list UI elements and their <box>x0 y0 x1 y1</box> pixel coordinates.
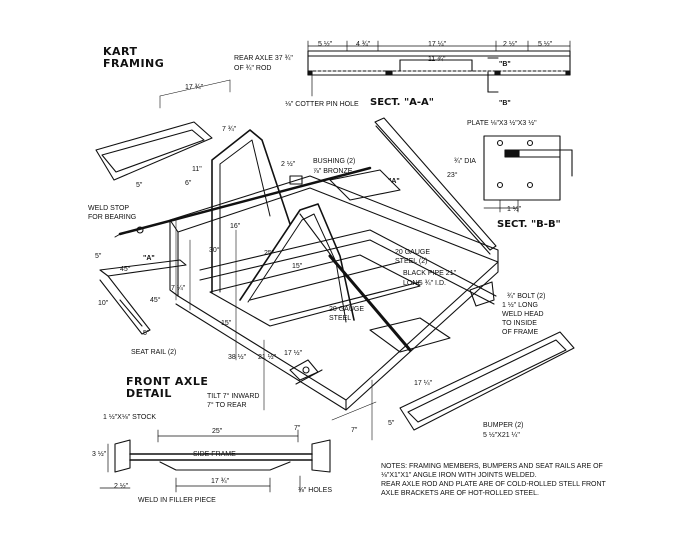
bolt-label-4: TO INSIDE <box>502 320 537 327</box>
dim-15: 15" <box>292 263 303 270</box>
diagonal-rail <box>374 117 497 255</box>
gauge20-label-1a: 20 GAUGE <box>395 249 431 256</box>
gauge20-label-2b: STEEL <box>329 315 352 322</box>
dia-label: ¾" DIA <box>454 158 476 165</box>
bb-dim-1-1-2: 1 ½" <box>507 206 522 213</box>
b-marker-upper: "B" <box>499 61 511 68</box>
notes-block: NOTES: FRAMING MEMBERS, BUMPERS AND SEAT… <box>381 462 693 498</box>
dim-5-a: 5" <box>136 182 143 189</box>
dim-17-3-4: 17 ¾" <box>185 84 204 91</box>
black-pipe-label-2: LONG ¾" I.D. <box>403 280 446 287</box>
aa-dim-2-1-2: 2 ½" <box>503 41 518 48</box>
aa-dim-11-3-4: 11 ¾" <box>428 56 446 63</box>
dim-17-1-2: 17 ½" <box>284 350 303 357</box>
bumper-label-2: 5 ½"X21 ¼" <box>483 432 520 439</box>
b-marker-lower: "B" <box>499 100 511 107</box>
dim-17-1-4: 17 ¼" <box>414 380 433 387</box>
notes-line-1: NOTES: FRAMING MEMBERS, BUMPERS AND SEAT… <box>381 463 603 470</box>
a-marker-right: "A" <box>388 178 400 185</box>
dim-3-1-2: 3 ½" <box>92 451 107 458</box>
dim-7-b: 7" <box>351 427 358 434</box>
title-kart: KART <box>103 45 138 58</box>
rear-axle-rod <box>114 166 372 238</box>
a-marker-left: "A" <box>143 255 155 262</box>
dim-2-1-2-b: 2 ½" <box>114 483 129 490</box>
steering-pipe <box>328 254 412 352</box>
dim-21-1-2: 21 ½" <box>258 354 277 361</box>
dim-30: 30° <box>209 247 220 254</box>
tilt-label-2: 7° TO REAR <box>207 402 247 409</box>
seat-rails <box>99 259 187 335</box>
front-axle-detail-drawing <box>99 429 331 493</box>
title-framing: FRAMING <box>103 57 165 70</box>
tilt-label-1: TILT 7° INWARD <box>207 393 260 400</box>
dimension-lines <box>159 79 377 441</box>
rear-bumper <box>95 121 213 181</box>
bumper-label-1: BUMPER (2) <box>483 422 524 429</box>
holes-label: ⅜" HOLES <box>298 487 332 494</box>
dim-7-1-4: 7 ¼" <box>171 285 186 292</box>
dim-10: 10" <box>98 300 109 307</box>
dim-6: 6" <box>185 180 192 187</box>
notes-line-3: REAR AXLE ROD AND PLATE ARE OF COLD-ROLL… <box>381 481 606 488</box>
dim-45-a: 45° <box>120 266 131 273</box>
bolt-label-1: ¾" BOLT (2) <box>507 293 546 300</box>
weld-stop-label-1: WELD STOP <box>88 205 130 212</box>
side-frame-label: SIDE FRAME <box>193 451 236 458</box>
rear-axle-label-1: REAR AXLE 37 ¾" <box>234 55 293 62</box>
section-bb-title: SECT. "B-B" <box>497 219 561 230</box>
aa-dim-5-1-2-right: 5 ½" <box>538 41 553 48</box>
section-aa-title: SECT. "A-A" <box>370 97 435 108</box>
seat-rail-label: SEAT RAIL (2) <box>131 349 177 356</box>
dim-25-a: 25" <box>264 250 275 257</box>
dim-11: 11" <box>192 166 202 173</box>
dim-38-1-2: 38 ½" <box>228 354 247 361</box>
bolt-label-2: 1 ½" LONG <box>502 302 538 309</box>
dim-5-b: 5" <box>95 253 102 260</box>
dim-25-b: 25" <box>212 428 223 435</box>
plate-label: PLATE ⅛"X3 ½"X3 ½" <box>467 120 537 127</box>
weld-filler-label: WELD IN FILLER PIECE <box>138 497 216 504</box>
bolt-label-5: OF FRAME <box>502 329 539 336</box>
gauge20-label-1b: STEEL (2) <box>395 258 428 265</box>
stock-label: 1 ½"X⅛" STOCK <box>103 414 157 421</box>
aa-dim-17-1-4: 17 ¼" <box>428 41 447 48</box>
dim-7-a: 7" <box>294 425 301 432</box>
notes-line-2: ⅛"X1"X1" ANGLE IRON WITH JOINTS WELDED. <box>381 472 537 479</box>
floor-pans <box>329 169 451 353</box>
notes-line-4: AXLE BRACKETS ARE OF HOT-ROLLED STEEL. <box>381 490 539 497</box>
main-frame <box>169 175 499 411</box>
black-pipe-label-1: BLACK PIPE 21" <box>403 270 457 277</box>
dim-7-3-4: 7 ¾" <box>222 126 237 133</box>
title-detail: DETAIL <box>126 387 172 400</box>
front-axle-bracket <box>289 281 495 385</box>
bushing-label-1: BUSHING (2) <box>313 158 356 165</box>
section-aa-drawing <box>307 40 571 97</box>
dim-17-3-4-b: 17 ¾" <box>211 478 230 485</box>
dim-2-1-2: 2 ½" <box>281 161 296 168</box>
dim-5-c: 5" <box>143 330 150 337</box>
aa-dim-4-3-4: 4 ¾" <box>356 41 371 48</box>
rear-axle-label-2: OF ¾" ROD <box>234 65 272 72</box>
dim-45-b: 45° <box>150 297 161 304</box>
dim-15-inch: 15" <box>221 320 232 327</box>
roll-bars <box>211 129 355 323</box>
bushing-label-2: ⅞" BRONZE <box>313 168 353 175</box>
cotter-pin-label: ⅛" COTTER PIN HOLE <box>285 101 359 108</box>
aa-dim-5-1-2-left: 5 ½" <box>318 41 333 48</box>
dim-16: 16" <box>230 223 241 230</box>
angle-23-label: 23° <box>447 172 458 179</box>
section-bb-drawing <box>483 135 573 213</box>
bolt-label-3: WELD HEAD <box>502 311 544 318</box>
title-front-axle: FRONT AXLE <box>126 375 209 388</box>
gauge20-label-2a: 20 GAUGE <box>329 306 365 313</box>
front-bumper <box>399 331 575 431</box>
weld-stop-label-2: FOR BEARING <box>88 214 137 221</box>
dim-5-d: 5" <box>388 420 395 427</box>
